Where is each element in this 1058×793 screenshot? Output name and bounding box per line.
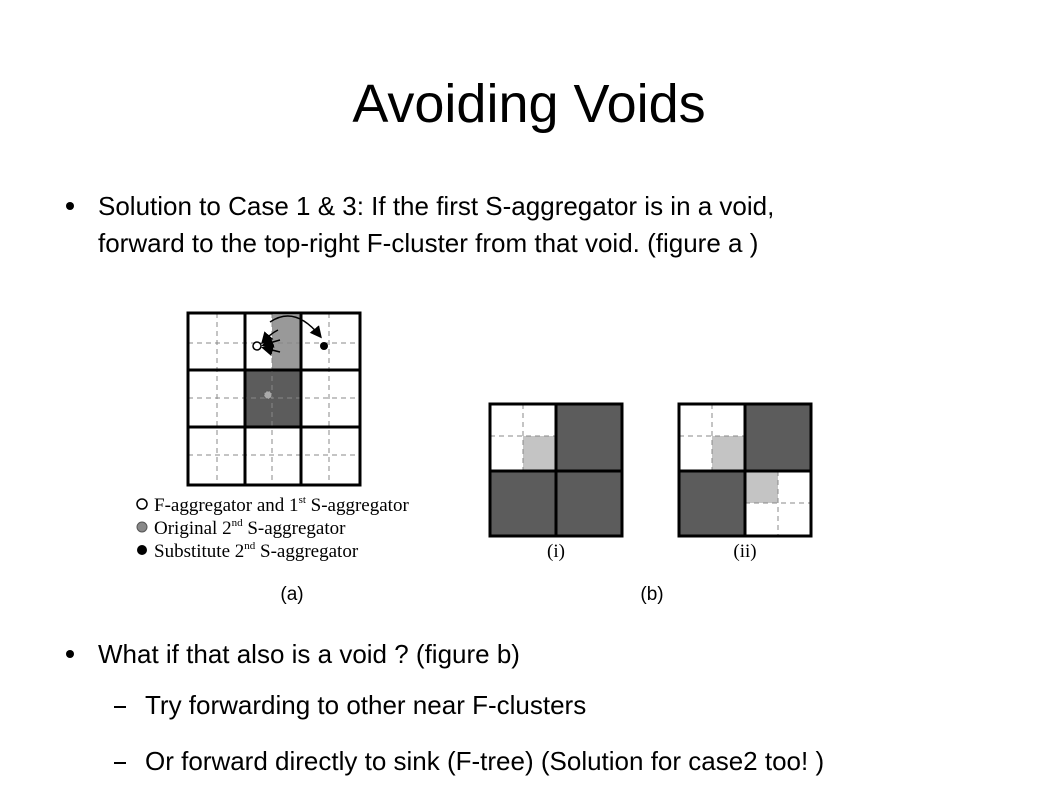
svg-text:Original 2nd S-aggregator: Original 2nd S-aggregator (154, 517, 346, 539)
gray-circle-icon (136, 521, 148, 533)
legend-item-3-sup: nd (244, 540, 256, 552)
void-avoidance-figure: F-aggregator and 1st S-aggregator Origin… (136, 311, 813, 605)
sub-bullet-2: Or forward directly to sink (F-tree) (So… (145, 746, 825, 776)
panel-label-a: (a) (280, 584, 303, 605)
sub-label-i: (i) (547, 541, 565, 562)
figure-a-grid (186, 311, 362, 487)
void-strip (272, 315, 300, 370)
sub-bullet-1: Try forwarding to other near F-clusters (145, 690, 587, 720)
legend-item-2-after: S-aggregator (243, 518, 347, 539)
original-s-aggregator-marker (263, 390, 273, 400)
legend-item-3-text: Substitute 2 (154, 541, 244, 562)
filled-circle-icon (137, 545, 147, 555)
sub-bullet-marker (114, 762, 126, 764)
legend-item-3-after: S-aggregator (255, 541, 359, 562)
bullet-2-line-1: What if that also is a void ? (figure b) (98, 639, 520, 669)
bullet-1-line-2: forward to the top-right F-cluster from … (98, 228, 759, 258)
svg-text:F-aggregator and 1st S-aggrega: F-aggregator and 1st S-aggregator (154, 494, 409, 516)
substitute-s-aggregator-marker (320, 342, 328, 350)
sub-label-ii: (ii) (733, 541, 756, 562)
bullet-marker (66, 202, 74, 210)
f-aggregator-marker (252, 341, 262, 351)
svg-text:Substitute 2nd S-aggregator: Substitute 2nd S-aggregator (154, 540, 359, 562)
legend-item-1-sup: st (299, 494, 306, 506)
slide-title: Avoiding Voids (352, 74, 706, 134)
bullet-marker (66, 650, 74, 658)
figure-b-i-grid (488, 402, 624, 538)
figure-a-legend: F-aggregator and 1st S-aggregator Origin… (136, 494, 409, 562)
legend-item-2-sup: nd (232, 517, 244, 529)
legend-item-1-after: S-aggregator (306, 495, 410, 516)
sub-bullet-marker (114, 706, 126, 708)
figure-b-ii-grid (677, 402, 813, 538)
bullet-1-line-1: Solution to Case 1 & 3: If the first S-a… (98, 191, 775, 221)
hollow-circle-icon (136, 498, 148, 510)
panel-label-b: (b) (640, 584, 663, 605)
legend-item-1-text: F-aggregator and 1 (154, 495, 299, 516)
legend-item-2-text: Original 2 (154, 518, 232, 539)
